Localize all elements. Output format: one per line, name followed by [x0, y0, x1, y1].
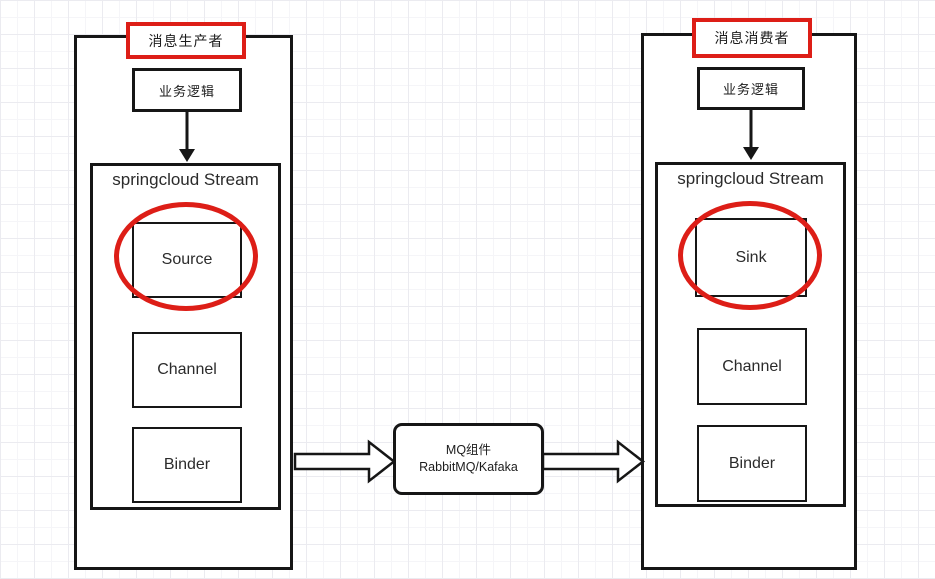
producer-title: 消息生产者: [148, 32, 224, 49]
producer-binder-label: Binder: [163, 456, 211, 473]
producer-binder-box: Binder: [132, 427, 242, 503]
consumer-binder-label: Binder: [728, 454, 776, 472]
consumer-title-highlight: 消息消费者: [692, 18, 812, 58]
consumer-title: 消息消费者: [714, 30, 790, 46]
mq-label-line1: MQ组件: [445, 442, 492, 457]
producer-logic-box: 业务逻辑: [132, 68, 242, 112]
mq-label-line2: RabbitMQ/Kafaka: [419, 460, 518, 474]
producer-logic-label: 业务逻辑: [158, 83, 215, 99]
consumer-stream-label: springcloud Stream: [677, 169, 824, 188]
mq-box: MQ组件 RabbitMQ/Kafaka: [393, 423, 544, 495]
producer-stream-label: springcloud Stream: [112, 170, 259, 189]
consumer-channel-label: Channel: [722, 357, 782, 375]
sink-highlight-ellipse: [678, 201, 822, 310]
consumer-logic-label: 业务逻辑: [722, 82, 779, 97]
mq-to-consumer-arrow: [541, 439, 646, 484]
consumer-binder-box: Binder: [697, 425, 807, 502]
consumer-channel-box: Channel: [697, 328, 807, 405]
producer-channel-label: Channel: [157, 361, 217, 378]
producer-title-highlight: 消息生产者: [126, 22, 246, 59]
producer-to-mq-arrow: [293, 439, 397, 484]
producer-channel-box: Channel: [132, 332, 242, 408]
source-highlight-ellipse: [114, 202, 258, 311]
consumer-logic-box: 业务逻辑: [697, 67, 805, 110]
